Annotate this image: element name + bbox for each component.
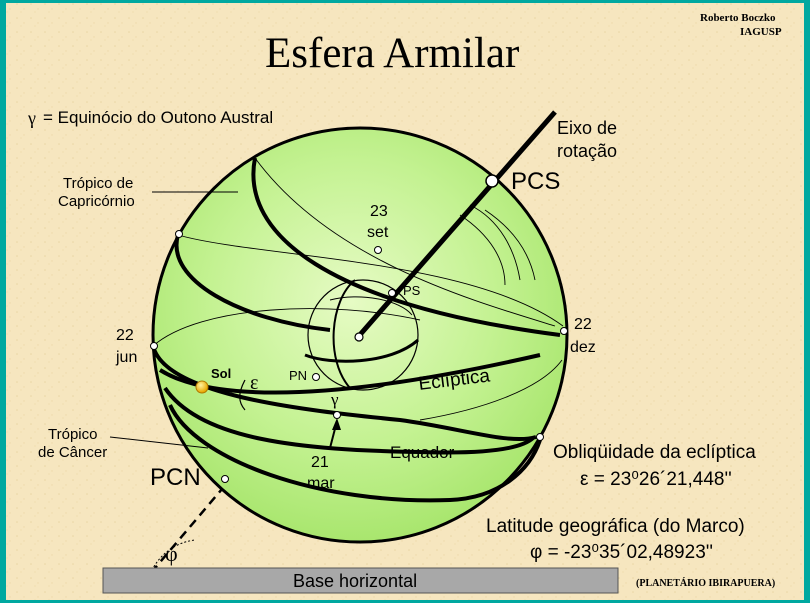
cancer-leader	[109, 436, 209, 449]
sun-label: Sol	[211, 366, 232, 381]
ps-point	[388, 289, 396, 297]
latitude-value: φ = -23⁰35´02,48923''	[530, 542, 714, 563]
jun-day-label: 22	[116, 327, 134, 344]
epsilon-arc	[239, 379, 246, 411]
pcs-label: PCS	[511, 168, 561, 195]
tropic-capricorn-label-1: Trópico de	[63, 175, 134, 192]
september-point	[374, 246, 382, 254]
mar-day-label: 21	[311, 454, 329, 471]
pn-label: PN	[289, 368, 308, 383]
rotation-axis	[356, 110, 557, 339]
march-arrow-head	[332, 418, 341, 430]
latitude-label: Latitude geográfica (do Marco)	[486, 516, 745, 537]
thin-circle-right	[419, 359, 563, 421]
pcn-point	[221, 475, 229, 483]
tropic-cancer-label-2: de Câncer	[38, 444, 108, 461]
axis-label-line1: Eixo de	[557, 118, 618, 138]
ecliptic-right-point	[536, 433, 544, 441]
thin-circles	[152, 157, 564, 421]
pcs-point	[485, 174, 499, 188]
base-label: Base horizontal	[293, 571, 418, 591]
tropic-capricorn-label-2: Capricórnio	[58, 193, 135, 210]
gamma-symbol: γ	[28, 108, 36, 128]
equator-circle	[163, 386, 535, 455]
earth-center-point	[354, 332, 364, 342]
ps-label: PS	[403, 283, 421, 298]
horizontal-base	[102, 567, 619, 594]
obliquity-label: Obliqüidade da eclíptica	[553, 442, 756, 463]
planetarium-label: (PLANETÁRIO IBIRAPUERA)	[636, 578, 776, 589]
thin-arc-b	[484, 209, 536, 281]
institution-name: IAGUSP	[740, 26, 782, 38]
tropic-cancer-circle	[168, 404, 542, 503]
gamma-point	[333, 411, 341, 419]
december-point	[560, 327, 568, 335]
jun-month-label: jun	[116, 349, 138, 366]
tropic-capricorn-back	[174, 234, 331, 332]
mar-month-label: mar	[307, 475, 335, 492]
earth-parallel	[329, 296, 413, 316]
gamma-point-label: γ	[331, 390, 339, 409]
earth-globe	[307, 279, 419, 391]
ecliptic-circle	[151, 345, 537, 442]
equator-label: Equador	[390, 443, 455, 462]
earth-meridian	[332, 279, 356, 389]
thin-circle-back	[152, 308, 421, 347]
june-point	[150, 342, 158, 350]
pcn-label: PCN	[150, 464, 201, 491]
pn-point	[312, 373, 320, 381]
tropic-cancer-label-1: Trópico	[48, 426, 98, 443]
epsilon-angle-label: ε	[250, 372, 259, 394]
thin-arc-a	[469, 204, 521, 281]
axis-label-line2: rotação	[557, 141, 618, 161]
tropic-capricorn-circle	[251, 157, 561, 337]
thin-meridian	[254, 157, 556, 327]
sep-day-label: 23	[370, 203, 388, 220]
sun-marker	[195, 380, 209, 394]
obliquity-value: ε = 23⁰26´21,448''	[580, 469, 732, 490]
dec-day-label: 22	[574, 316, 592, 333]
ecliptic-upper	[158, 353, 541, 395]
earth-equator	[304, 338, 419, 363]
gamma-legend-text: = Equinócio do Outono Austral	[43, 108, 274, 127]
dec-month-label: dez	[570, 339, 596, 356]
thin-circle-top	[177, 234, 564, 327]
author-name: Roberto Boczko	[700, 12, 776, 24]
phi-angle-label: φ	[165, 541, 178, 566]
capricorn-point	[175, 230, 183, 238]
sep-month-label: set	[367, 224, 389, 241]
thin-arc-c	[459, 214, 506, 286]
slide-title: Esfera Armilar	[265, 30, 520, 77]
